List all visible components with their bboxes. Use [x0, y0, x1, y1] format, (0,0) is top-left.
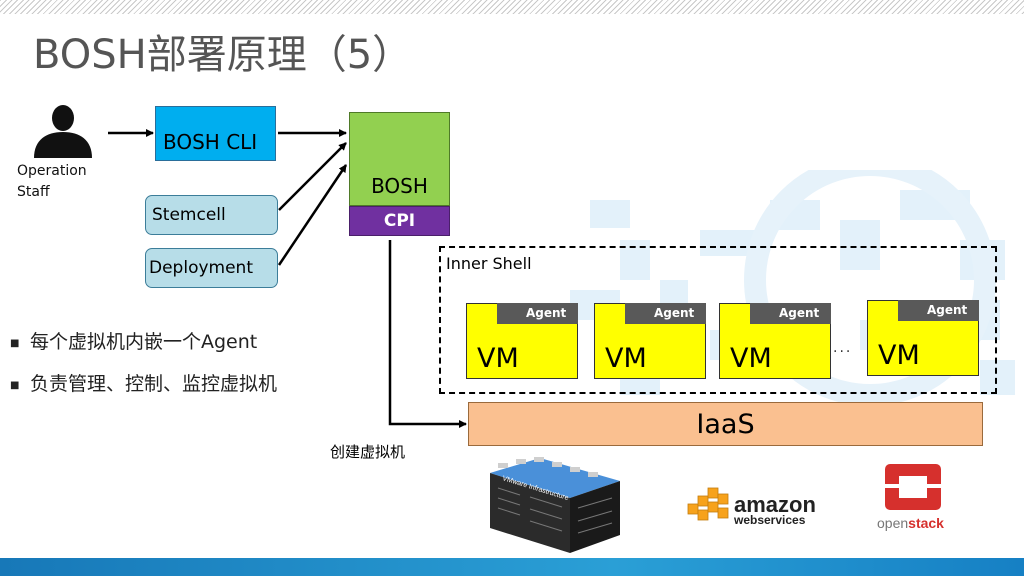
bullet-square-icon: ■ [10, 338, 20, 349]
bullet-item: ■ 负责管理、控制、监控虚拟机 [10, 372, 277, 414]
bosh-label: BOSH [371, 174, 428, 198]
webservices-logo-text: webservices [733, 513, 806, 527]
arrow-deployment-to-bosh [277, 164, 348, 266]
cpi-label: CPI [383, 211, 416, 231]
agent-label: Agent [625, 303, 706, 324]
cpi-box: CPI [349, 206, 450, 236]
ellipsis: ... [833, 340, 853, 356]
person-icon [34, 105, 92, 158]
vm-box: Agent VM [719, 303, 831, 379]
agent-label: Agent [898, 300, 979, 321]
vm-label: VM [730, 343, 772, 374]
deployment-label: Deployment [149, 258, 253, 278]
vm-label: VM [878, 340, 920, 371]
iaas-label: IaaS [696, 408, 755, 440]
agent-label: Agent [497, 303, 578, 324]
vm-label: VM [605, 343, 647, 374]
openstack-logo-text: openstack [877, 515, 944, 531]
agent-label: Agent [750, 303, 831, 324]
arrow-cpi-to-iaas [388, 240, 467, 428]
bosh-cli-box: BOSH CLI [155, 106, 276, 161]
stemcell-box: Stemcell [145, 195, 278, 235]
inner-shell-label: Inner Shell [446, 254, 532, 273]
openstack-logo: openstack [877, 464, 944, 531]
inner-shell-boundary [439, 246, 997, 394]
vm-box: Agent VM [466, 303, 578, 379]
stemcell-label: Stemcell [152, 205, 226, 225]
deployment-box: Deployment [145, 248, 278, 288]
operation-staff-line1: Operation [17, 163, 87, 179]
bosh-cli-label: BOSH CLI [163, 130, 258, 154]
top-stripe-decoration [0, 0, 1024, 14]
bullet-item: ■ 每个虚拟机内嵌一个Agent [10, 330, 277, 372]
bullet-list: ■ 每个虚拟机内嵌一个Agent ■ 负责管理、控制、监控虚拟机 [10, 330, 277, 414]
page-title: BOSH部署原理（5） [33, 32, 413, 78]
vmware-servers-logo: VMware Infrastructure [490, 457, 620, 553]
vm-box: Agent VM [867, 300, 979, 376]
arrow-stemcell-to-bosh [278, 142, 347, 211]
bullet-text: 每个虚拟机内嵌一个Agent [30, 331, 258, 353]
amazon-web-services-logo: amazon webservices [687, 487, 816, 527]
bottom-bar-decoration [0, 558, 1024, 576]
operation-staff-label: Operation Staff [17, 161, 87, 203]
iaas-box: IaaS [468, 402, 983, 446]
vm-box: Agent VM [594, 303, 706, 379]
bullet-square-icon: ■ [10, 380, 20, 391]
create-vm-label: 创建虚拟机 [330, 443, 406, 461]
amazon-logo-text: amazon [734, 492, 816, 517]
vm-label: VM [477, 343, 519, 374]
openstack-open-text: open [877, 515, 908, 531]
bosh-box: BOSH [349, 112, 450, 206]
operation-staff-line2: Staff [17, 184, 50, 200]
openstack-stack-text: stack [908, 515, 944, 531]
bullet-text: 负责管理、控制、监控虚拟机 [30, 373, 278, 395]
